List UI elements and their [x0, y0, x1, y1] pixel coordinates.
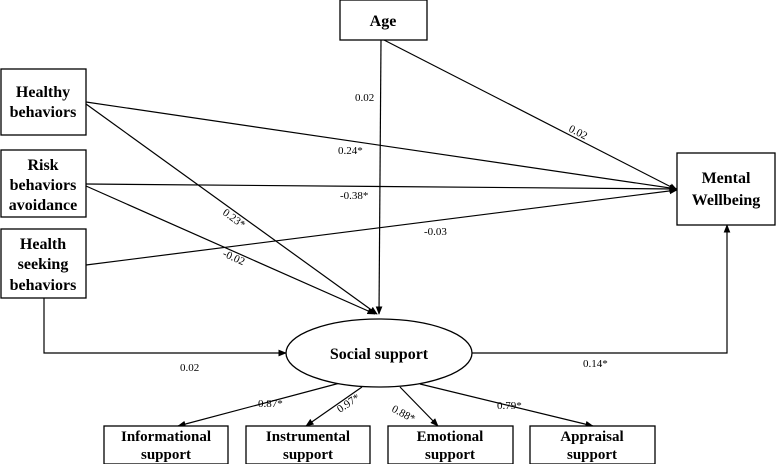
node-seek-label-3: behaviors	[10, 277, 77, 294]
node-seek-label-2: seeking	[18, 256, 69, 273]
node-risk-label-1: Risk	[27, 157, 58, 174]
coef-social-appr: 0.79*	[497, 400, 522, 412]
node-instr-box	[245, 425, 371, 464]
node-risk-label-3: avoidance	[9, 197, 77, 214]
node-mental-label-1: Mental	[702, 170, 751, 187]
coef-social-info: 0.87*	[258, 398, 283, 410]
node-seek-label-1: Health	[20, 236, 66, 253]
node-age-box	[339, 0, 428, 41]
edge-age-mental	[383, 39, 678, 191]
coef-age-social: 0.02	[355, 92, 374, 104]
coef-social-instr: 0.97*	[335, 392, 362, 416]
edge-risk-mental	[85, 183, 678, 193]
node-risk-label-2: behaviors	[10, 177, 77, 194]
node-emo-label-1: Emotional	[417, 429, 484, 445]
node-risk-box	[0, 149, 87, 218]
node-healthy-box	[0, 68, 87, 136]
node-instr-label-1: Instrumental	[266, 429, 350, 445]
edge-healthy-mental	[85, 101, 678, 192]
edge-social-emo	[399, 386, 439, 427]
coef-seek-social: 0.02	[180, 362, 199, 374]
edge-social-info	[177, 382, 341, 428]
edge-social-instr	[305, 386, 363, 427]
node-info-label-1: Informational	[121, 429, 211, 445]
edge-age-social	[375, 39, 383, 315]
node-social-label: Social support	[330, 346, 429, 363]
edge-social-appr	[419, 383, 594, 428]
node-mental-box	[676, 152, 776, 226]
node-seek-box	[0, 228, 87, 299]
node-emo-label-2: support	[425, 447, 475, 463]
node-emo-box	[387, 425, 514, 464]
edge-social-mental	[472, 224, 731, 354]
node-healthy-label-2: behaviors	[10, 104, 77, 121]
node-social-ellipse	[285, 318, 473, 388]
edge-risk-social	[85, 185, 376, 315]
coef-seek-mental: -0.03	[424, 226, 447, 238]
coef-risk-mental: -0.38*	[340, 190, 368, 202]
node-appr-box	[529, 425, 656, 464]
node-appr-label-1: Appraisal	[560, 429, 623, 445]
edge-healthy-social	[85, 103, 378, 315]
edge-seek-social	[43, 298, 287, 357]
node-mental-label-2: Wellbeing	[692, 192, 760, 209]
node-instr-label-2: support	[283, 447, 333, 463]
node-appr-label-2: support	[567, 447, 617, 463]
coef-healthy-mental: 0.24*	[338, 145, 363, 157]
coef-social-mental: 0.14*	[583, 358, 608, 370]
node-healthy-label-1: Healthy	[16, 84, 70, 101]
node-info-box	[103, 425, 229, 464]
coef-risk-social: -0.02	[221, 248, 247, 268]
edge-seek-mental	[85, 187, 678, 266]
coef-healthy-social: 0.23*	[220, 207, 247, 231]
coef-social-emo: 0.88*	[390, 403, 417, 425]
node-info-label-2: support	[141, 447, 191, 463]
node-age-label: Age	[370, 13, 397, 30]
